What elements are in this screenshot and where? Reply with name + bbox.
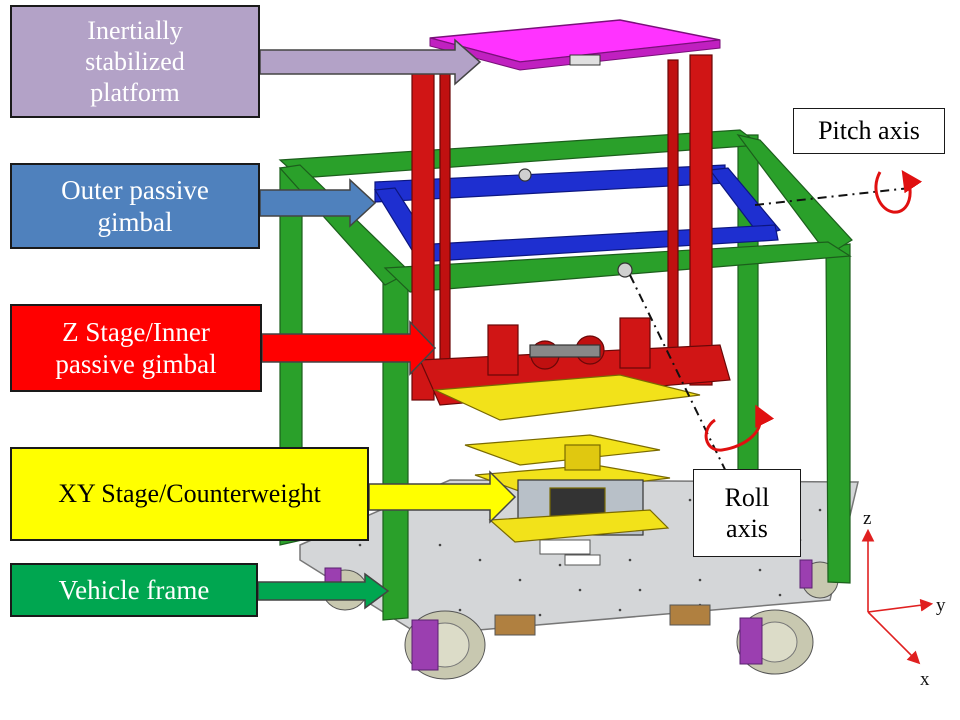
frame-post-front-left (383, 275, 408, 620)
z-axis-label: z (863, 508, 871, 530)
z-column-left-inner (440, 65, 450, 365)
platform-label-line: Inertially (85, 15, 185, 46)
y-axis-label: y (936, 595, 946, 617)
vehicle-frame-label-line: Vehicle frame (59, 574, 210, 606)
xy-stage-label-line: XY Stage/Counterweight (58, 478, 321, 509)
gimbal-shaft (530, 345, 600, 357)
vehicle-frame-callout-arrow (258, 574, 388, 608)
gimbal-bearing (519, 169, 531, 181)
platform-label-line: platform (85, 77, 185, 108)
frame-post-front-right (826, 244, 850, 583)
outer-gimbal-label: Outer passive gimbal (10, 163, 260, 249)
pitch-axis-label: Pitch axis (793, 108, 945, 154)
roll-axis-label: Roll axis (693, 469, 801, 557)
motor-block (670, 605, 710, 625)
base-plate-slot (540, 540, 590, 554)
coordinate-axes (868, 532, 930, 662)
outer-gimbal-label-line: Outer passive (61, 174, 209, 206)
xy-plate-middle (465, 435, 660, 465)
inner-gimbal-bracket (488, 325, 518, 375)
wheel-front-left (405, 611, 485, 679)
base-plate-slot (565, 555, 600, 565)
gimbal-bearing (618, 263, 632, 277)
vehicle-frame-label: Vehicle frame (10, 563, 258, 617)
x-axis-arrow (868, 612, 918, 662)
xy-block (565, 445, 600, 470)
z-stage-label-line: Z Stage/Inner (55, 316, 216, 348)
z-column-right-inner (668, 60, 678, 360)
platform-label: Inertially stabilized platform (10, 5, 260, 118)
platform-connector (570, 55, 600, 65)
pitch-axis-label-line: Pitch axis (818, 115, 920, 146)
wheel-front-right (737, 610, 813, 674)
inner-gimbal-bracket (620, 318, 650, 368)
platform-label-line: stabilized (85, 46, 185, 77)
x-axis-label: x (920, 669, 930, 691)
z-stage-label-line: passive gimbal (55, 348, 216, 380)
motor-block (495, 615, 535, 635)
xy-stage-label: XY Stage/Counterweight (10, 447, 369, 541)
z-column-right (690, 55, 712, 385)
roll-axis-label-line: Roll (725, 482, 770, 513)
pitch-axis-line (755, 188, 910, 205)
y-axis-arrow (868, 604, 930, 612)
roll-axis-label-line: axis (725, 513, 770, 544)
z-stage-label: Z Stage/Inner passive gimbal (10, 304, 262, 392)
outer-gimbal-label-line: gimbal (61, 206, 209, 238)
